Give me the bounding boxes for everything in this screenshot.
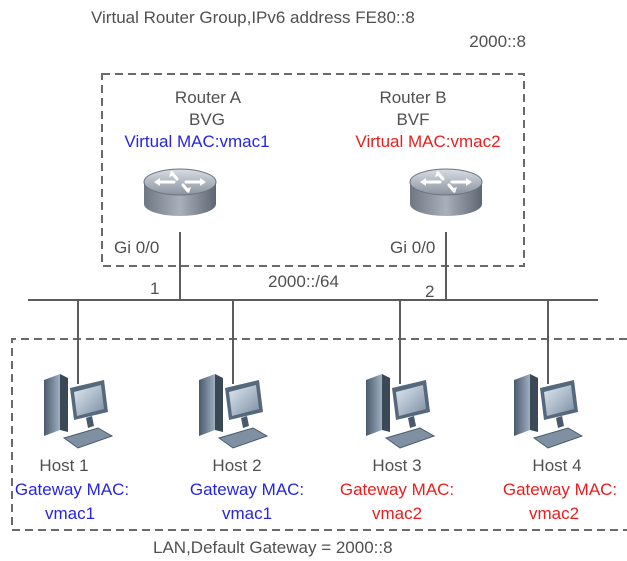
- host-3-gateway-value: vmac2: [371, 504, 423, 523]
- network-prefix-label: 2000::/64: [268, 272, 339, 291]
- router-b-virtual-mac: Virtual MAC:vmac2: [355, 132, 501, 151]
- router-icon: [143, 168, 217, 216]
- lan-caption: LAN,Default Gateway = 2000::8: [153, 538, 393, 557]
- router-group-box: [101, 73, 525, 267]
- router-icon: [409, 168, 483, 216]
- host-1-gateway-value: vmac1: [44, 504, 96, 523]
- group-title: Virtual Router Group,IPv6 address FE80::…: [91, 8, 415, 27]
- host-1-gateway-label: Gateway MAC:: [14, 480, 130, 499]
- host-4-gateway-value: vmac2: [528, 504, 580, 523]
- host-4-name: Host 4: [532, 456, 582, 475]
- computer-icon: [514, 374, 584, 449]
- router-a-port: Gi 0/0: [114, 238, 160, 257]
- router-b-role: BVF: [396, 110, 430, 129]
- link-number-1: 1: [150, 279, 160, 298]
- host-1-name: Host 1: [39, 456, 89, 475]
- router-a-name: Router A: [174, 88, 242, 107]
- router-b-port: Gi 0/0: [390, 238, 436, 257]
- computer-icon: [199, 374, 269, 449]
- host-3-name: Host 3: [372, 456, 422, 475]
- link-number-2: 2: [425, 282, 435, 301]
- host-2-name: Host 2: [212, 456, 262, 475]
- computer-icon: [366, 374, 436, 449]
- computer-icon: [44, 374, 114, 449]
- router-b-name: Router B: [379, 88, 447, 107]
- host-3-gateway-label: Gateway MAC:: [339, 480, 455, 499]
- router-a-virtual-mac: Virtual MAC:vmac1: [124, 132, 270, 151]
- host-4-gateway-label: Gateway MAC:: [502, 480, 618, 499]
- group-address-2: 2000::8: [469, 32, 526, 51]
- router-a-role: BVG: [189, 110, 225, 129]
- host-2-gateway-label: Gateway MAC:: [189, 480, 305, 499]
- host-2-gateway-value: vmac1: [221, 504, 273, 523]
